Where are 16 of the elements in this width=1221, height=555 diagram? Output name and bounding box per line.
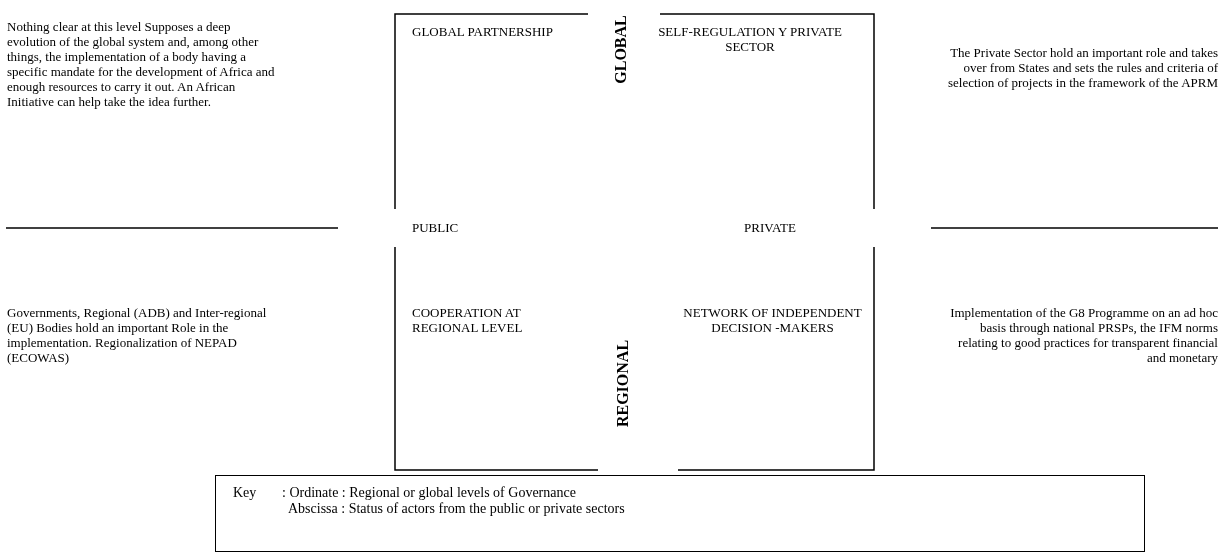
axis-label: PRIVATE bbox=[743, 220, 797, 235]
quadrant-label: SELF-REGULATION Y PRIVATE SECTOR bbox=[657, 24, 843, 54]
description-text: Nothing clear at this level Supposes a deep evolution of the global system and, among other things, the implementation of a body having a specific mandate for the development of Africa and enough resources to carry it out. An African Initiative can help take the idea further. bbox=[7, 19, 276, 109]
quadrant-label: COOPERATION AT REGIONAL LEVEL bbox=[412, 305, 524, 335]
description-text: Governments, Regional (ADB) and Inter-regional (EU) Bodies hold an important Role in the implementation. Regionalization of NEPAD (ECOWAS) bbox=[7, 305, 268, 365]
axis-label: GLOBAL bbox=[612, 14, 628, 86]
key-box bbox=[215, 475, 1145, 552]
description-text: Implementation of the G8 Programme on an ad hoc basis through national PRSPs, the IFM norms relating to good practices for transparent financial and monetary bbox=[949, 305, 1218, 365]
key-entry: : Ordinate : Regional or global levels of Governance bbox=[282, 485, 576, 500]
axis-label: PUBLIC bbox=[412, 220, 460, 235]
key-entry: Abscissa : Status of actors from the public or private sectors bbox=[288, 501, 625, 516]
quadrant-label: GLOBAL PARTNERSHIP bbox=[412, 24, 554, 39]
quadrant-label: NETWORK OF INDEPENDENT DECISION -MAKERS bbox=[682, 305, 863, 335]
axis-label: REGIONAL bbox=[614, 338, 630, 430]
key-title: Key bbox=[233, 485, 257, 500]
description-text: The Private Sector hold an important role and takes over from States and sets the rules and criteria of selection of projects in the framework of the APRM bbox=[946, 45, 1218, 90]
